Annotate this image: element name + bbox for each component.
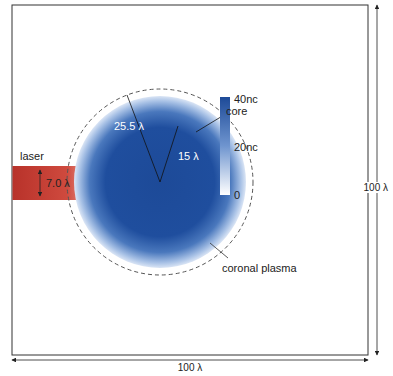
core-radius: 15 λ [178,150,199,162]
density-max: 40nc [234,93,258,105]
beam-width: 7.0 λ [46,177,70,189]
density-mid: 20nc [234,141,258,153]
box-width: 100 λ [177,362,203,373]
laser-label: laser [20,150,44,162]
core-label: core [226,105,247,117]
corona-radius: 25.5 λ [114,120,144,132]
coronal-plasma-label: coronal plasma [222,262,297,274]
box-height: 100 λ [363,182,389,193]
density-zero: 0 [234,189,240,201]
